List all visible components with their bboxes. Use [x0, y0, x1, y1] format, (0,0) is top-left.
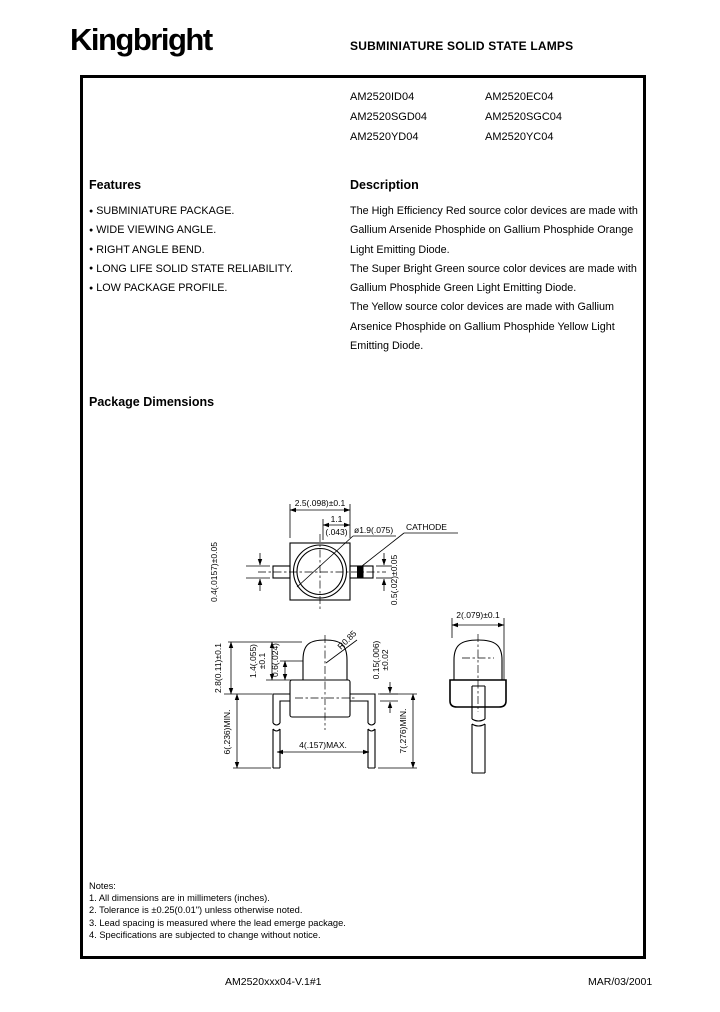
bullet-icon: ●: [89, 207, 94, 215]
feature-text: WIDE VIEWING ANGLE.: [96, 224, 217, 237]
note-item: 1. All dimensions are in millimeters (in…: [89, 893, 270, 904]
package-dimensions-drawing: 2.5(.098)±0.1 1.1 (.043) ø1.9(.075) CATH…: [209, 498, 507, 774]
part-number: AM2520SGD04: [350, 111, 428, 123]
right-lead: [350, 693, 376, 769]
dim-label: 0.15(.006): [371, 640, 381, 679]
feature-item: ●LONG LIFE SOLID STATE RELIABILITY.: [89, 260, 339, 279]
top-view-drawing: 2.5(.098)±0.1 1.1 (.043) ø1.9(.075) CATH…: [209, 498, 458, 609]
package-body-outline: [289, 679, 351, 718]
part-number: AM2520SGC04: [485, 111, 563, 123]
dim-label: ø1.9(.075): [354, 525, 393, 535]
content-border-box: AM2520ID04 AM2520SGD04 AM2520YD04 AM2520…: [80, 75, 646, 959]
bullet-icon: ●: [89, 246, 94, 254]
description-paragraph: The Super Bright Green source color devi…: [350, 262, 637, 295]
lens-inner-outline: [296, 547, 344, 596]
description-paragraph: The Yellow source color devices are made…: [350, 301, 615, 353]
front-view-drawing: 2(.079)±0.1: [449, 610, 507, 774]
dim-label: 1.1: [331, 514, 343, 524]
features-heading: Features: [89, 178, 142, 192]
feature-item: ●LOW PACKAGE PROFILE.: [89, 279, 339, 298]
note-item: 2. Tolerance is ±0.25(0.01") unless othe…: [89, 905, 303, 916]
cathode-label: CATHODE: [406, 522, 447, 532]
left-lead: [272, 693, 290, 769]
feature-text: RIGHT ANGLE BEND.: [96, 243, 205, 256]
notes-section: Notes: 1. All dimensions are in millimet…: [89, 880, 346, 941]
package-dimensions-heading: Package Dimensions: [89, 395, 215, 409]
part-number: AM2520YD04: [350, 131, 419, 143]
part-number: AM2520EC04: [485, 91, 554, 103]
package-body-outline: [449, 679, 507, 708]
bullet-icon: ●: [89, 265, 94, 273]
bullet-icon: ●: [89, 226, 94, 234]
notes-heading: Notes:: [89, 881, 116, 891]
dim-label: 0.4(.0157)±0.05: [209, 542, 219, 602]
document-date: MAR/03/2001: [588, 976, 653, 988]
dim-label: R0.85: [335, 628, 358, 651]
dim-label: 2.8(0.11)±0.1: [213, 643, 223, 693]
feature-text: LONG LIFE SOLID STATE RELIABILITY.: [96, 262, 294, 275]
lens-outline: [292, 544, 348, 599]
cathode-mark: [357, 566, 364, 578]
feature-item: ●SUBMINIATURE PACKAGE.: [89, 202, 339, 221]
part-number-column-left: AM2520ID04 AM2520SGD04 AM2520YD04: [350, 87, 427, 147]
note-item: 4. Specifications are subjected to chang…: [89, 929, 321, 940]
description-paragraph: The High Efficiency Red source color dev…: [350, 205, 638, 256]
part-number-column-right: AM2520EC04 AM2520SGC04 AM2520YC04: [485, 87, 562, 147]
dim-label: 0.6(.024): [270, 643, 280, 677]
description-section: Description The High Efficiency Red sour…: [350, 178, 642, 356]
part-number: AM2520YC04: [485, 131, 554, 143]
anode-lead: [272, 565, 291, 579]
dome-outline: [453, 639, 503, 680]
feature-text: LOW PACKAGE PROFILE.: [96, 282, 228, 295]
description-heading: Description: [350, 178, 419, 192]
page-title: SUBMINIATURE SOLID STATE LAMPS: [350, 39, 574, 53]
document-number: AM2520xxx04-V.1#1: [225, 976, 322, 988]
part-number: AM2520ID04: [350, 91, 415, 103]
dim-label: 4(.157)MAX.: [299, 740, 347, 750]
bullet-icon: ●: [89, 284, 94, 292]
features-section: Features ●SUBMINIATURE PACKAGE. ●WIDE VI…: [89, 178, 339, 298]
feature-item: ●WIDE VIEWING ANGLE.: [89, 221, 339, 240]
side-view-drawing: 2.8(0.11)±0.1 6(.236)MIN. 1.4(.055) ±0.1…: [213, 628, 417, 769]
dome-outline: [302, 639, 348, 680]
dim-label: ±0.1: [257, 652, 267, 669]
feature-item: ●RIGHT ANGLE BEND.: [89, 241, 339, 260]
dim-label: 2.5(.098)±0.1: [295, 498, 346, 508]
dim-label: ±0.02: [380, 649, 390, 670]
dim-label: 1.4(.055): [248, 644, 258, 678]
lead: [471, 685, 486, 774]
feature-text: SUBMINIATURE PACKAGE.: [96, 205, 235, 217]
dim-label: 0.5(.02)±0.05: [389, 554, 399, 605]
note-item: 3. Lead spacing is measured where the le…: [89, 917, 346, 928]
dim-label: 2(.079)±0.1: [456, 610, 500, 620]
dim-label: (.043): [325, 527, 347, 537]
brand-logo: Kingbright: [70, 22, 213, 57]
dim-label: 7(.276)MIN.: [398, 709, 408, 754]
dim-label: 6(.236)MIN.: [222, 710, 232, 755]
